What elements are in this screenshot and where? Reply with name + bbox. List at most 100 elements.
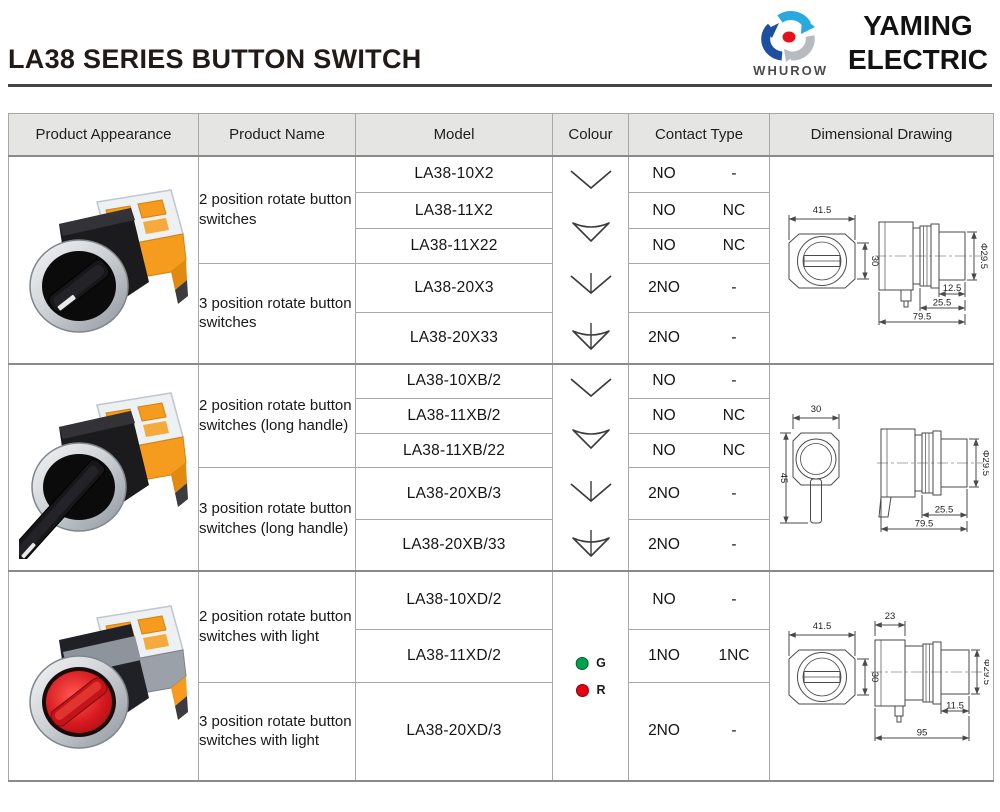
model-cell: LA38-11XB/2 bbox=[355, 398, 553, 434]
dim-small: 12.5 bbox=[942, 283, 961, 294]
3-position-turn-icon bbox=[568, 480, 614, 506]
rotate-switch-photo bbox=[28, 188, 188, 333]
model-cell: LA38-20X3 bbox=[355, 263, 553, 313]
contact-cell: 2NO - bbox=[628, 682, 770, 781]
contact-value: NO bbox=[652, 407, 676, 424]
colour-cell: G R bbox=[552, 569, 629, 781]
page-title: LA38 SERIES BUTTON SWITCH bbox=[8, 44, 422, 74]
contact-value: - bbox=[731, 165, 737, 183]
2-position-fan-icon bbox=[569, 214, 613, 244]
contact-cell: 2NO - bbox=[628, 312, 770, 364]
contact-value: NO bbox=[652, 201, 676, 219]
product-name: 2 position rotate button switches bbox=[198, 154, 356, 264]
contact-cell: 2NO - bbox=[628, 263, 770, 313]
product-photo-cell bbox=[8, 154, 199, 364]
dimensional-drawing-cell: 30 45 Φ29.5 25.5 79.5 bbox=[769, 362, 994, 571]
section-illuminated-switches: 2 position rotate button switches with l… bbox=[8, 569, 994, 781]
model-cell: LA38-11X2 bbox=[355, 192, 553, 229]
logo-wordmark: WHUROW bbox=[753, 63, 828, 78]
product-name: 3 position rotate button switches (long … bbox=[198, 467, 356, 571]
contact-value: 1NC bbox=[718, 647, 750, 664]
contact-value: NO bbox=[652, 372, 676, 390]
dim-front-height: 30 bbox=[869, 255, 880, 266]
column-header-product-appearance: Product Appearance bbox=[8, 113, 199, 156]
3-position-turn-icon bbox=[568, 272, 614, 298]
dim-diameter: Φ29.5 bbox=[980, 450, 989, 476]
contact-value: NC bbox=[722, 237, 746, 254]
model-cell: LA38-10X2 bbox=[355, 154, 553, 193]
dim-total: 79.5 bbox=[912, 311, 931, 322]
contact-value: - bbox=[731, 535, 737, 553]
company-logo: WHUROW bbox=[753, 10, 828, 78]
dimensional-drawing-cell: 41.5 30 23 Φ29.5 11.5 95 bbox=[769, 569, 994, 781]
dim-diameter: Φ29.5 bbox=[981, 658, 989, 684]
2-position-turn-icon bbox=[568, 168, 614, 192]
red-dot-icon bbox=[575, 683, 589, 697]
contact-value: NO bbox=[652, 591, 676, 609]
contact-cell: NO NC bbox=[628, 433, 770, 468]
contact-cell: 2NO - bbox=[628, 519, 770, 571]
column-header-model: Model bbox=[355, 113, 553, 156]
dim-top: 23 bbox=[884, 611, 895, 622]
model-cell: LA38-20X33 bbox=[355, 312, 553, 364]
dim-mid: 25.5 bbox=[932, 297, 951, 308]
model-cell: LA38-11X22 bbox=[355, 228, 553, 264]
3-position-fan-icon bbox=[569, 527, 613, 559]
dim-front-width: 30 bbox=[810, 404, 821, 415]
contact-value: 2NO bbox=[648, 535, 680, 553]
column-header-colour: Colour bbox=[552, 113, 629, 156]
dim-front-width: 41.5 bbox=[812, 205, 831, 216]
dimensional-drawing-cell: 41.5 30 Φ29.5 12.5 25.5 79.5 bbox=[769, 154, 994, 364]
column-header-dimensional-drawing: Dimensional Drawing bbox=[769, 113, 994, 156]
colour-cell bbox=[552, 154, 629, 364]
section-long-handle-switches: 2 position rotate button switches (long … bbox=[8, 362, 994, 571]
contact-cell: NO - bbox=[628, 362, 770, 399]
contact-value: - bbox=[731, 279, 737, 296]
contact-cell: NO NC bbox=[628, 398, 770, 434]
contact-value: 2NO bbox=[648, 484, 680, 502]
colour-cell bbox=[552, 362, 629, 571]
dimensional-drawing: 41.5 30 23 Φ29.5 11.5 95 bbox=[788, 611, 992, 741]
product-name: 3 position rotate button switches with l… bbox=[198, 682, 356, 781]
contact-value: NO bbox=[652, 441, 676, 459]
contact-value: - bbox=[731, 484, 737, 502]
product-name: 2 position rotate button switches (long … bbox=[198, 362, 356, 468]
dim-total: 79.5 bbox=[914, 519, 933, 530]
dim-front-height: 30 bbox=[869, 671, 880, 682]
dim-front-height: 45 bbox=[778, 473, 789, 484]
contact-value: - bbox=[731, 372, 737, 390]
table-header-row: Product Appearance Product Name Model Co… bbox=[8, 113, 994, 156]
model-cell: LA38-20XB/3 bbox=[355, 467, 553, 520]
column-header-product-name: Product Name bbox=[198, 113, 356, 156]
dimensional-drawing: 30 45 Φ29.5 25.5 79.5 bbox=[778, 404, 991, 532]
dim-small: 11.5 bbox=[946, 700, 964, 711]
title-underline bbox=[8, 84, 992, 87]
colour-code: G bbox=[596, 656, 606, 671]
2-position-turn-icon bbox=[568, 376, 614, 400]
long-handle-switch-photo bbox=[9, 392, 188, 563]
contact-value: 2NO bbox=[648, 328, 680, 346]
swirl-logo-icon bbox=[760, 11, 815, 62]
product-photo-cell bbox=[8, 362, 199, 571]
contact-cell: NO NC bbox=[628, 192, 770, 229]
model-cell: LA38-10XB/2 bbox=[355, 362, 553, 399]
column-header-contact-type: Contact Type bbox=[628, 113, 770, 156]
brand-block: WHUROW YAMING ELECTRIC bbox=[753, 8, 988, 78]
contact-value: - bbox=[731, 591, 737, 609]
3-position-fan-icon bbox=[569, 320, 613, 352]
contact-value: NO bbox=[652, 237, 676, 254]
contact-value: - bbox=[731, 328, 737, 346]
contact-value: NO bbox=[652, 165, 676, 183]
dim-diameter: Φ29.5 bbox=[978, 242, 989, 268]
contact-value: 2NO bbox=[648, 279, 680, 296]
dim-total: 95 bbox=[916, 727, 927, 738]
contact-value: 1NO bbox=[648, 647, 680, 664]
brand-name: YAMING ELECTRIC bbox=[848, 9, 988, 76]
contact-value: NC bbox=[722, 407, 746, 424]
colour-option-red: R bbox=[575, 683, 606, 698]
contact-value: 2NO bbox=[648, 722, 680, 740]
colour-code: R bbox=[596, 683, 606, 698]
contact-value: - bbox=[731, 722, 737, 740]
contact-cell: 1NO 1NC bbox=[628, 629, 770, 683]
brand-name-line1: YAMING bbox=[863, 10, 973, 41]
